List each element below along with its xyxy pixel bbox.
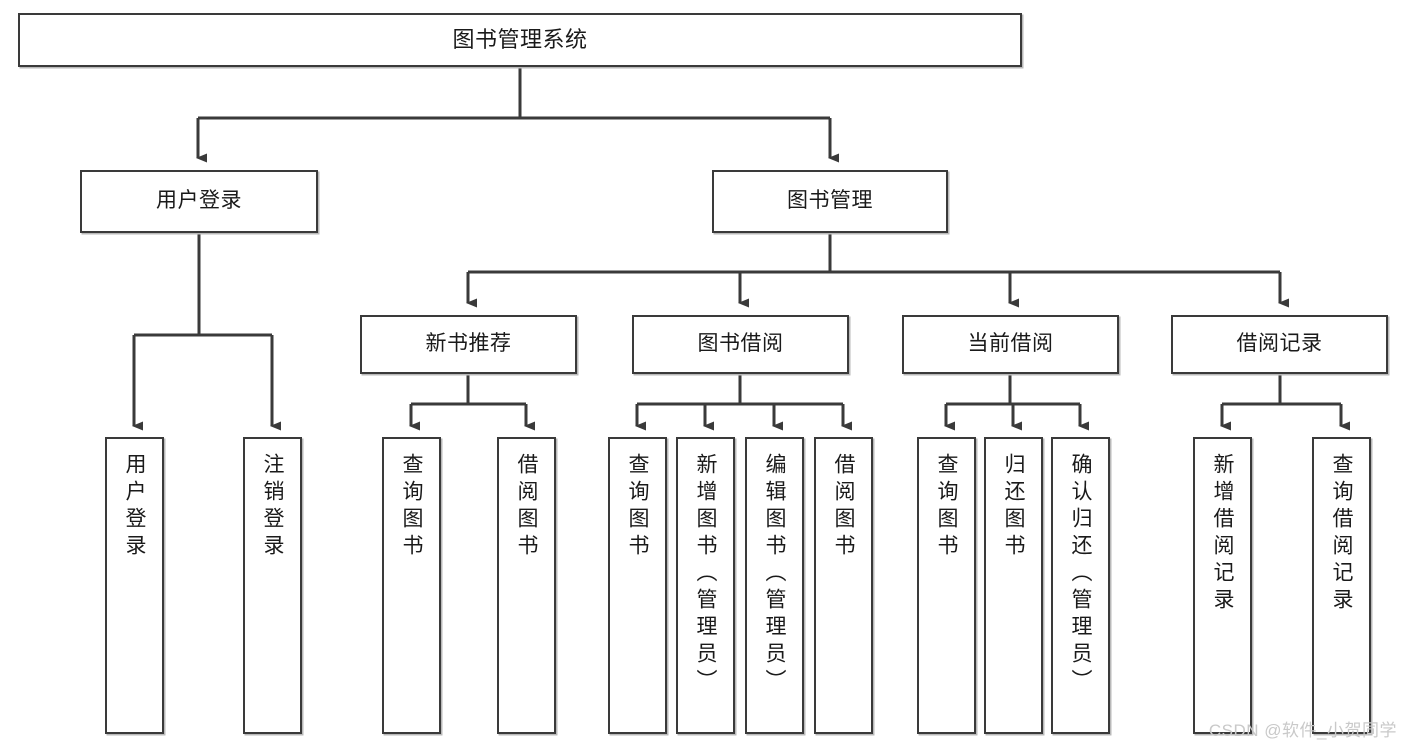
leaf-return-book-label: 归还图书 (1002, 453, 1025, 561)
node-user-login-label: 用户登录 (156, 189, 242, 213)
node-new-book-recommend[interactable]: 新书推荐 (360, 315, 577, 374)
leaf-borrow-book-1-label: 借阅图书 (515, 453, 538, 561)
leaf-confirm-return-label: 确认归还（管理员） (1069, 453, 1092, 696)
node-book-management-label: 图书管理 (787, 189, 873, 213)
leaf-query-book-1[interactable]: 查询图书 (382, 437, 441, 734)
leaf-query-record-label: 查询借阅记录 (1330, 453, 1353, 615)
leaf-add-book[interactable]: 新增图书（管理员） (676, 437, 735, 734)
leaf-logout-login-label: 注销登录 (261, 453, 284, 561)
leaf-borrow-book-1[interactable]: 借阅图书 (497, 437, 556, 734)
node-book-borrow[interactable]: 图书借阅 (632, 315, 849, 374)
node-current-borrow[interactable]: 当前借阅 (902, 315, 1119, 374)
node-root[interactable]: 图书管理系统 (18, 13, 1022, 67)
leaf-add-book-label: 新增图书（管理员） (694, 453, 717, 696)
node-new-book-recommend-label: 新书推荐 (425, 332, 512, 356)
leaf-query-book-2[interactable]: 查询图书 (608, 437, 667, 734)
leaf-add-record-label: 新增借阅记录 (1211, 453, 1234, 615)
leaf-confirm-return[interactable]: 确认归还（管理员） (1051, 437, 1110, 734)
leaf-user-login-label: 用户登录 (123, 453, 146, 561)
leaf-edit-book[interactable]: 编辑图书（管理员） (745, 437, 804, 734)
watermark: CSDN @软件_小贺同学 (1208, 721, 1397, 740)
leaf-add-record[interactable]: 新增借阅记录 (1193, 437, 1252, 734)
leaf-query-book-3[interactable]: 查询图书 (917, 437, 976, 734)
leaf-query-book-3-label: 查询图书 (935, 453, 958, 561)
node-borrow-record[interactable]: 借阅记录 (1171, 315, 1388, 374)
leaf-query-book-1-label: 查询图书 (400, 453, 423, 561)
leaf-user-login[interactable]: 用户登录 (105, 437, 164, 734)
leaf-logout-login[interactable]: 注销登录 (243, 437, 302, 734)
node-book-borrow-label: 图书借阅 (697, 332, 784, 356)
node-book-management[interactable]: 图书管理 (712, 170, 948, 233)
node-user-login[interactable]: 用户登录 (80, 170, 318, 233)
leaf-query-book-2-label: 查询图书 (626, 453, 649, 561)
leaf-query-record[interactable]: 查询借阅记录 (1312, 437, 1371, 734)
node-current-borrow-label: 当前借阅 (967, 332, 1054, 356)
node-root-label: 图书管理系统 (452, 27, 588, 53)
leaf-edit-book-label: 编辑图书（管理员） (763, 453, 786, 696)
leaf-borrow-book-2[interactable]: 借阅图书 (814, 437, 873, 734)
leaf-return-book[interactable]: 归还图书 (984, 437, 1043, 734)
node-borrow-record-label: 借阅记录 (1236, 332, 1323, 356)
leaf-borrow-book-2-label: 借阅图书 (832, 453, 855, 561)
